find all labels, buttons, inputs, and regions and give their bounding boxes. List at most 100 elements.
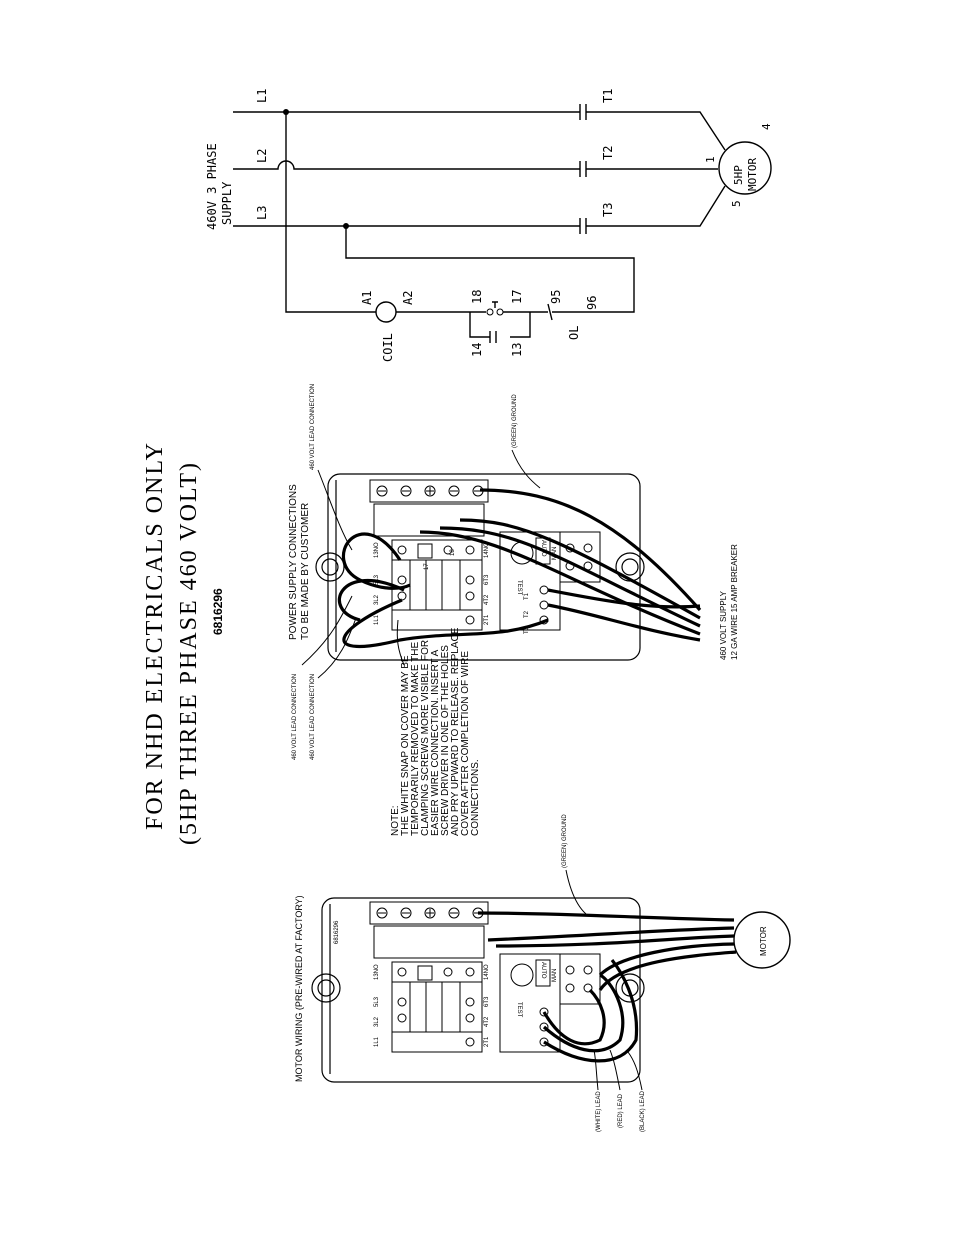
device-label-6t3: 6T3	[484, 996, 490, 1007]
callout-line	[301, 595, 353, 666]
supply-label-2: SUPPLY	[220, 181, 234, 225]
overload-label: OL	[567, 326, 581, 340]
device-label-4t2: 4T2	[484, 1016, 490, 1027]
device-label-13no: 13NO	[374, 542, 380, 558]
contact-terminal	[486, 308, 494, 316]
contact-terminal	[496, 308, 504, 316]
title-line-2: (5HP THREE PHASE 460 VOLT)	[176, 461, 202, 845]
t2-label: T2	[524, 610, 530, 618]
note-line: THE WHITE SNAP ON COVER MAY BE	[400, 655, 411, 836]
test-label: TEST	[516, 1002, 522, 1018]
device-label-1l1: 1L1	[374, 614, 380, 625]
contact-pin-17: 17	[510, 290, 524, 304]
mounting-hole	[311, 973, 341, 1003]
overload-relay	[499, 531, 601, 631]
auto-label: AUTO	[540, 962, 546, 979]
overload-contact	[503, 303, 560, 321]
motor-pin-1: 1	[704, 156, 717, 163]
device-label-5l3: 5L3	[374, 996, 380, 1007]
device-label-13no: 13NO	[374, 964, 380, 980]
device-label-14no: 14NO	[484, 964, 490, 980]
device-label-2t1: 2T1	[484, 614, 490, 625]
motor-pin-5: 5	[730, 200, 743, 207]
callout-line	[317, 469, 353, 551]
note-line: CLAMPING SCREWS MORE VISIBLE FOR	[420, 640, 431, 836]
device-label-6t3: 6T3	[484, 574, 490, 585]
contactor	[391, 961, 483, 1053]
lower-device-box: 13NO 5L3 3L2 1L1 14NO 6T3 4T2 2T1 TEST A…	[294, 814, 791, 1132]
note-line: TEMPORARILY REMOVED TO MAKE THE	[410, 642, 421, 836]
enclosure-outline	[321, 897, 641, 1083]
device-label-1l1: 1L1	[374, 1036, 380, 1047]
line-label-l1: L1	[255, 89, 269, 103]
callout-line	[609, 1049, 621, 1091]
device-label-3l2: 3L2	[374, 1016, 380, 1027]
term-label-t1: T1	[601, 89, 615, 103]
line-l2	[233, 160, 580, 170]
supply-note-1: 460 VOLT SUPPLY	[719, 590, 728, 660]
supply-label-1: 460V 3 PHASE	[205, 143, 219, 230]
motor-label-2: MOTOR	[746, 158, 759, 191]
motor-label: MOTOR	[759, 926, 768, 956]
pushbutton-symbol	[492, 301, 498, 308]
coil-symbol	[375, 301, 397, 323]
upper-ground-label: (GREEN) GROUND	[512, 394, 518, 448]
man-label: MAN	[552, 547, 558, 560]
coil-pin-a1: A1	[360, 291, 374, 305]
lead-conn-left-2: 460 VOLT LEAD CONNECTION	[310, 674, 316, 760]
lead-conn-top: 460 VOLT LEAD CONNECTION	[310, 384, 316, 470]
lead-conn-left-1: 460 VOLT LEAD CONNECTION	[292, 674, 298, 760]
device-label-14no: 14NO	[484, 542, 490, 558]
upper-device-box: 13NO 5L3 3L2 1L1 14NO 6T3 4T2 2T1 17 18 …	[288, 384, 739, 760]
term-label-t2: T2	[601, 146, 615, 160]
overload-pin-96: 96	[585, 296, 599, 310]
device-label-3l2: 3L2	[374, 594, 380, 605]
contact-pin-13: 13	[510, 343, 524, 357]
contactor	[391, 539, 483, 631]
t3-label: T3	[524, 626, 530, 634]
coil-pin-a2: A2	[401, 291, 415, 305]
black-lead-label: (BLACK) LEAD	[640, 1090, 646, 1132]
red-lead-label: (RED) LEAD	[618, 1093, 624, 1128]
title-line-1: FOR NHD ELECTRICALS ONLY	[142, 441, 168, 830]
note-block: NOTE: THE WHITE SNAP ON COVER MAY BE TEM…	[390, 627, 481, 836]
contact-pin-14: 14	[470, 343, 484, 357]
motor-wiring-label: MOTOR WIRING (PRE-WIRED AT FACTORY)	[294, 895, 304, 1082]
device-label-2t1: 2T1	[484, 1036, 490, 1047]
auto-label: AUTO	[540, 540, 546, 557]
callout-line	[593, 1049, 599, 1091]
callout-line	[627, 1051, 643, 1091]
note-line: EASIER WIRE CONNECTION. INSERT A	[430, 649, 441, 836]
lower-wires	[477, 911, 737, 1063]
terminal-strip	[369, 901, 489, 959]
test-label: TEST	[516, 580, 522, 596]
line-label-l2: L2	[255, 149, 269, 163]
control-wire	[345, 226, 635, 313]
overload-relay	[499, 953, 601, 1053]
motor-label-1: 5HP	[732, 165, 745, 185]
upper-wires	[337, 488, 702, 649]
mounting-hole	[615, 973, 645, 1003]
contact-pin-18: 18	[470, 290, 484, 304]
supply-note-2: 12 GA WIRE 15 AMP BREAKER	[730, 544, 739, 660]
callout-line	[565, 869, 587, 915]
mounting-hole	[315, 552, 345, 582]
title-block: FOR NHD ELECTRICALS ONLY (5HP THREE PHAS…	[142, 441, 225, 845]
holding-contact	[469, 312, 531, 343]
device-label-18: 18	[450, 549, 456, 556]
power-supply-note-1: POWER SUPPLY CONNECTIONS	[288, 484, 299, 640]
note-line: AND PRY UPWARD TO RELEASE. REPLACE	[450, 627, 461, 836]
callout-line	[396, 619, 405, 666]
white-lead-label: (WHITE) LEAD	[596, 1091, 602, 1132]
enclosure-outline	[327, 473, 641, 661]
main-contacts	[579, 104, 726, 234]
lower-part-number: 6816296	[334, 920, 340, 944]
callout-line	[317, 617, 357, 679]
motor-circle	[733, 911, 791, 969]
power-supply-note-2: TO BE MADE BY CUSTOMER	[300, 503, 311, 640]
note-line: COVER AFTER COMPLETION OF WIRE	[460, 651, 471, 836]
note-line: SCREW DRIVER IN ONE OF THE HOLES	[440, 645, 451, 836]
motor-pin-4: 4	[760, 123, 773, 130]
note-line: CONNECTIONS.	[470, 759, 481, 836]
